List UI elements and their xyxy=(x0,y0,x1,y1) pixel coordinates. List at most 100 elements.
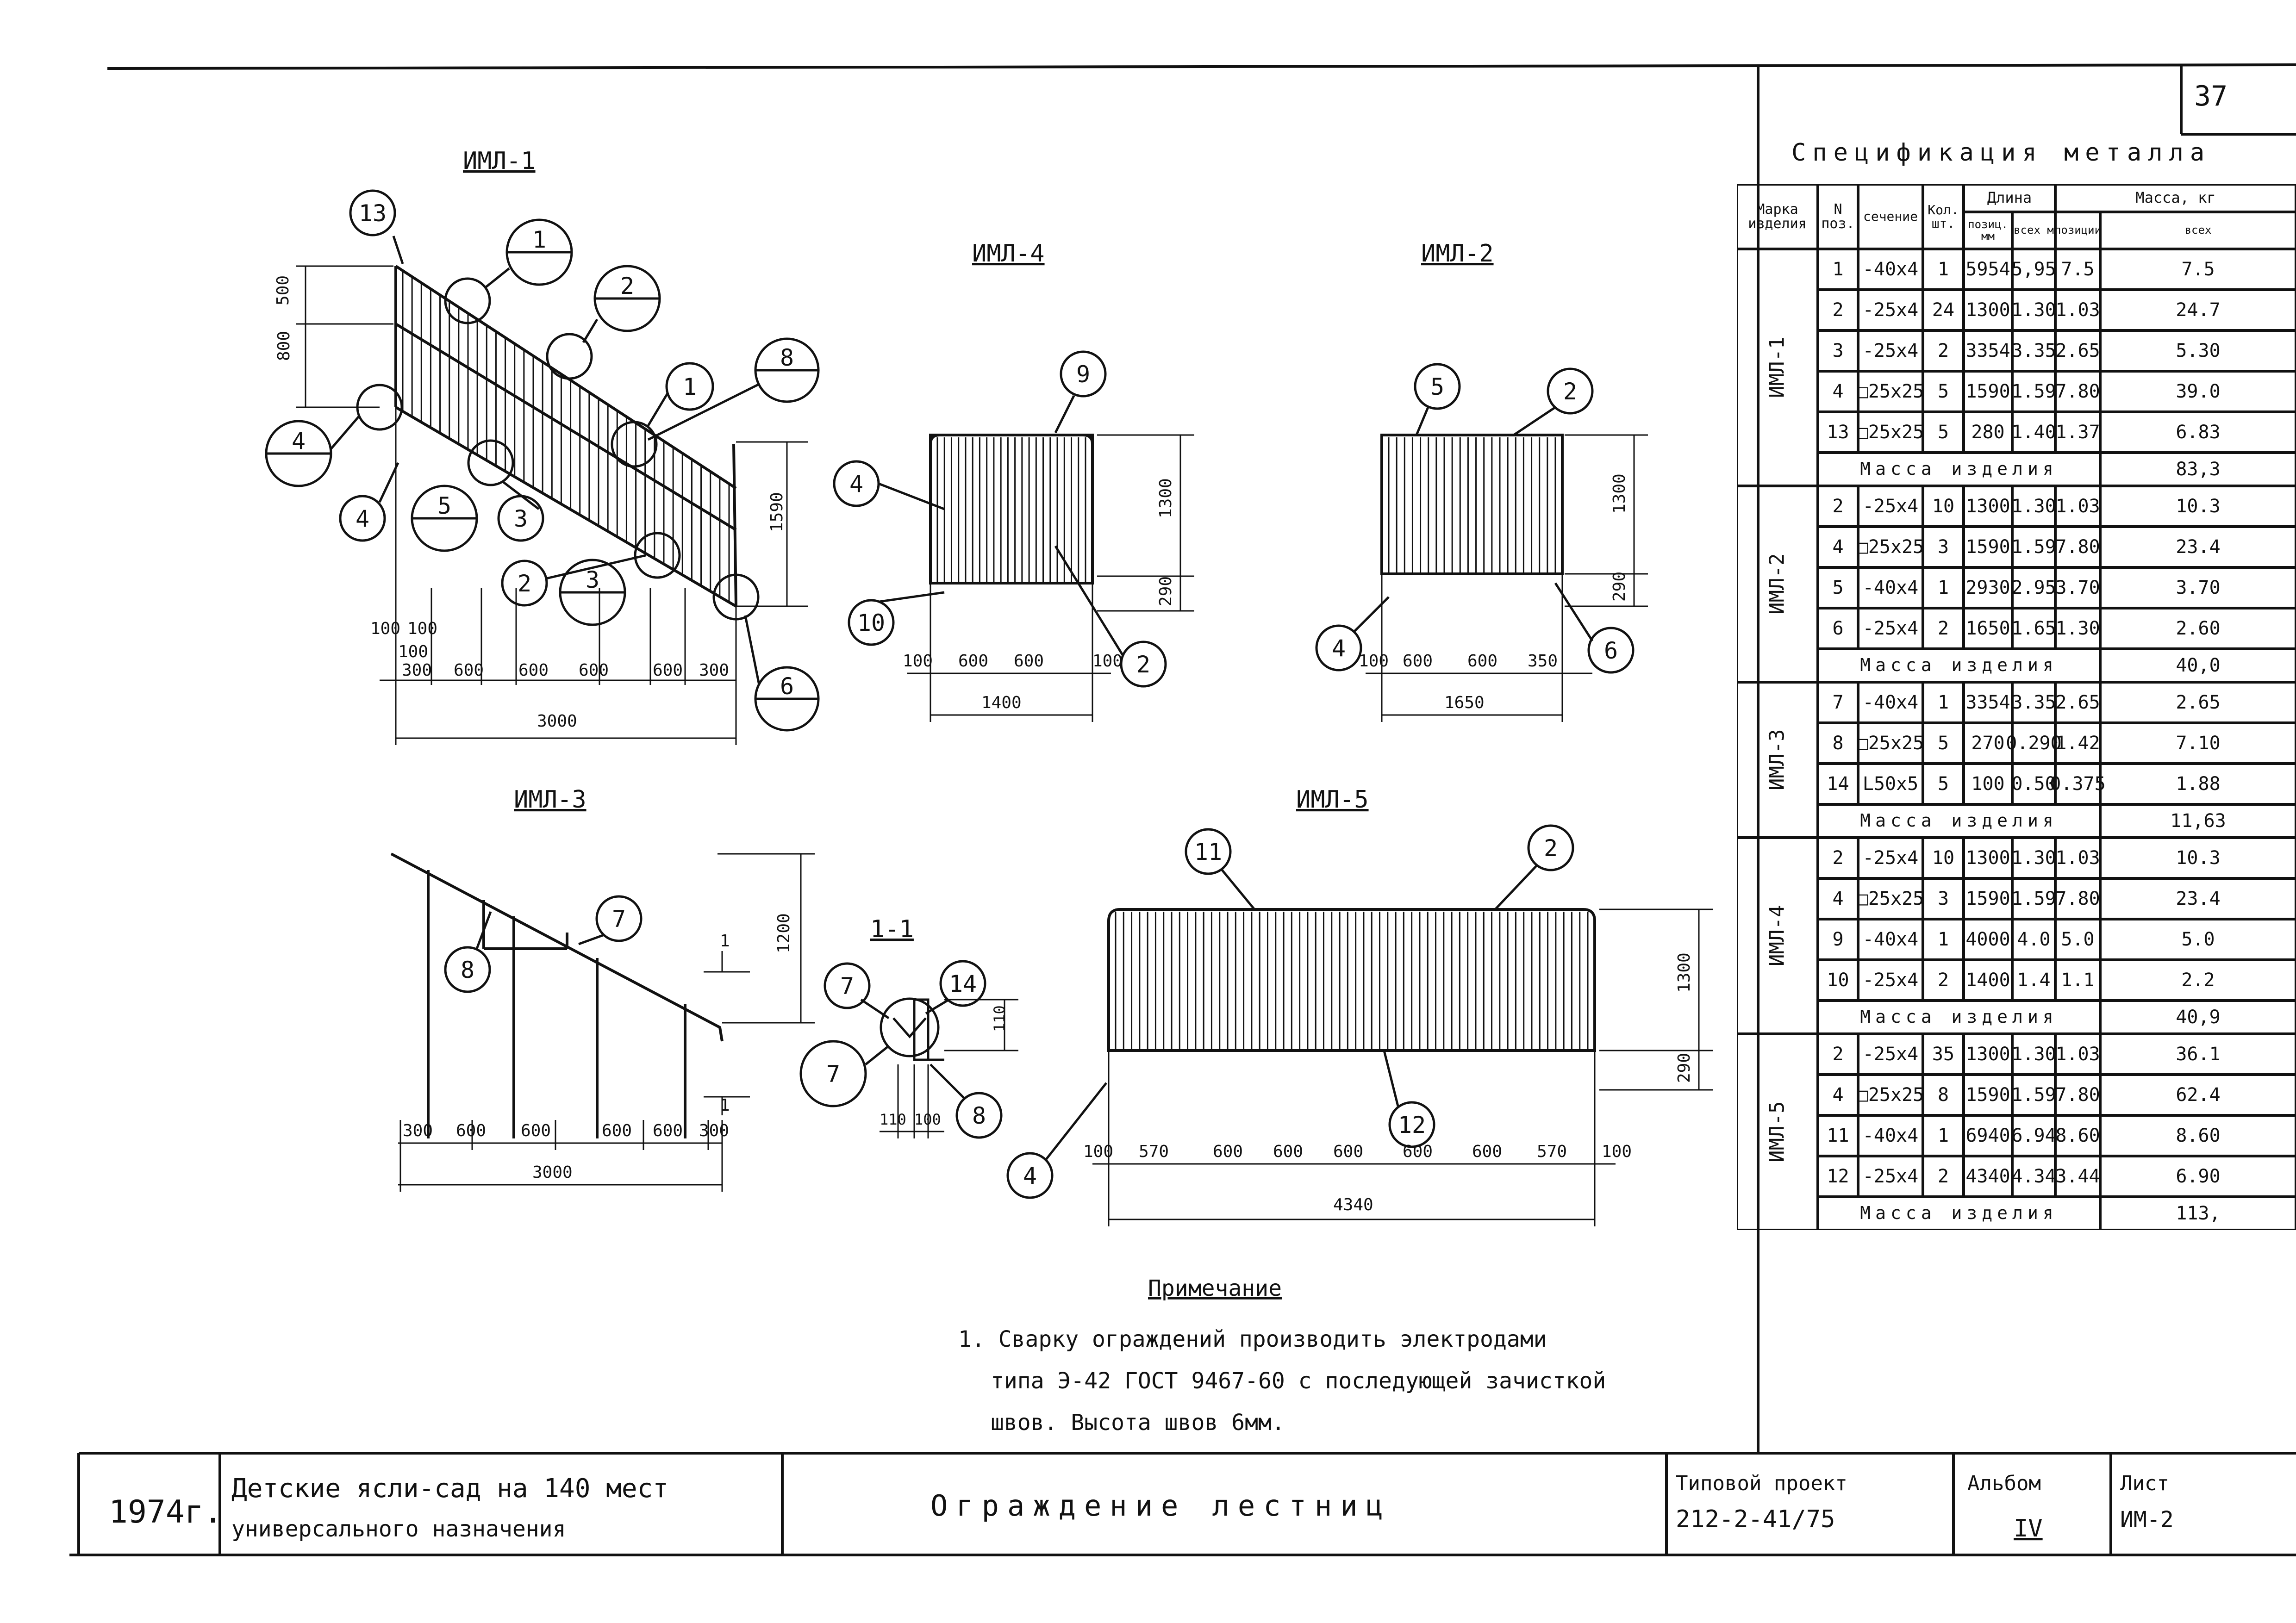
th-qty: Кол. шт. xyxy=(1923,184,1964,249)
drawing-title: ИМЛ-5 xyxy=(1296,786,1369,814)
table-cell: 1590 xyxy=(1964,878,2012,919)
dim-570-a: 570 xyxy=(1139,1142,1169,1161)
table-cell: 280 xyxy=(1964,412,2012,453)
table-cell: 7.80 xyxy=(2055,527,2100,567)
callout-4: 4 xyxy=(1023,1163,1037,1189)
table-cell: 2.65 xyxy=(2055,330,2100,371)
dim-290: 290 xyxy=(1156,576,1175,606)
group-mark: ИМЛ-2 xyxy=(1737,486,1818,682)
table-cell: 23.4 xyxy=(2100,527,2296,567)
table-cell: 2930 xyxy=(1964,567,2012,608)
callout-6: 6 xyxy=(1604,637,1618,664)
table-cell: 9 xyxy=(1818,919,1858,960)
tb-typical-project-label: Типовой проект xyxy=(1676,1472,1847,1495)
table-cell: 24 xyxy=(1923,290,1964,330)
table-cell: 2.95 xyxy=(2011,567,2056,608)
table-cell: 6.90 xyxy=(2100,1156,2296,1197)
dim-600-d: 600 xyxy=(653,661,683,680)
table-cell: 8 xyxy=(1818,723,1858,764)
tb-year: 1974г. xyxy=(109,1494,223,1530)
dim-570-b: 570 xyxy=(1537,1142,1567,1161)
callout-3: 3 xyxy=(514,505,528,532)
table-cell: 13 xyxy=(1818,412,1858,453)
tb-sheet-title: Ограждение лестниц xyxy=(930,1489,1391,1523)
table-cell: -40x4 xyxy=(1858,567,1923,608)
dim-100-b: 100 xyxy=(1602,1142,1632,1161)
callout-7b: 7 xyxy=(826,1061,840,1088)
table-cell: 1 xyxy=(1923,1115,1964,1156)
dim-1300: 1300 xyxy=(1156,478,1175,518)
table-cell: 10 xyxy=(1923,838,1964,878)
table-cell: 1 xyxy=(1923,249,1964,290)
table-cell: 24.7 xyxy=(2100,290,2296,330)
table-cell: 5,95 xyxy=(2011,249,2056,290)
sheet-number: 37 xyxy=(2194,80,2227,112)
table-cell: 35 xyxy=(1923,1034,1964,1075)
callout-4: 4 xyxy=(849,471,863,497)
drawing-title: ИМЛ-4 xyxy=(972,240,1045,267)
group-total-value: 11,63 xyxy=(2100,804,2296,838)
callout-7: 7 xyxy=(612,906,626,933)
table-cell: 3354 xyxy=(1964,330,2012,371)
group-total-value: 83,3 xyxy=(2100,453,2296,486)
callout-7: 7 xyxy=(840,973,854,1000)
table-cell: 10.3 xyxy=(2100,486,2296,527)
note-block: Примечание 1. Сварку ограждений производ… xyxy=(958,1275,1606,1436)
table-cell: □25x25 xyxy=(1857,527,1924,567)
table-cell: 5 xyxy=(1923,764,1964,804)
table-cell: □25x25 xyxy=(1857,1075,1924,1115)
group-mark: ИМЛ-1 xyxy=(1737,249,1818,486)
table-cell: 5 xyxy=(1923,412,1964,453)
dim-600-a: 600 xyxy=(958,652,988,671)
table-cell: 2 xyxy=(1818,838,1858,878)
group-total-label: Масса изделия xyxy=(1818,649,2100,682)
drawing-title: ИМЛ-3 xyxy=(514,786,586,814)
table-cell: 62.4 xyxy=(2100,1075,2296,1115)
table-cell: 1.59 xyxy=(2011,527,2056,567)
dim-1200: 1200 xyxy=(774,913,793,953)
dim-4340: 4340 xyxy=(1333,1195,1373,1214)
table-cell: 4 xyxy=(1818,1075,1858,1115)
table-cell: 4000 xyxy=(1964,919,2012,960)
table-cell: 1650 xyxy=(1964,608,2012,649)
table-cell: L50x5 xyxy=(1858,764,1923,804)
table-cell: -25x4 xyxy=(1858,486,1923,527)
table-cell: 1300 xyxy=(1964,290,2012,330)
tb-sheet-code: ИМ-2 xyxy=(2120,1507,2174,1533)
table-cell: 3.35 xyxy=(2011,682,2056,723)
drawing-iml-3: ИМЛ-3 xyxy=(390,786,815,1192)
table-cell: 3 xyxy=(1818,330,1858,371)
table-cell: 39.0 xyxy=(2100,371,2296,412)
tb-project-line-1: Детские ясли-сад на 140 мест xyxy=(231,1474,668,1504)
table-cell: 7.80 xyxy=(2055,878,2100,919)
table-cell: 7.10 xyxy=(2100,723,2296,764)
table-cell: 1 xyxy=(1923,919,1964,960)
table-cell: 0.50 xyxy=(2011,764,2056,804)
table-cell: 8 xyxy=(1923,1075,1964,1115)
dim-300-a: 300 xyxy=(403,1121,433,1140)
table-cell: 1.30 xyxy=(2011,1034,2056,1075)
table-cell: 7.80 xyxy=(2055,371,2100,412)
table-cell: 1300 xyxy=(1964,486,2012,527)
table-cell: 0.375 xyxy=(2050,764,2106,804)
table-cell: 5.0 xyxy=(2100,919,2296,960)
dim-600-a: 600 xyxy=(1403,652,1433,671)
group-mark: ИМЛ-3 xyxy=(1737,682,1818,838)
dim-300-b: 300 xyxy=(699,661,729,680)
drawing-iml-4: ИМЛ-4 9 4 10 2 xyxy=(833,240,1194,722)
table-cell: 3 xyxy=(1923,878,1964,919)
callout-2b: 2 xyxy=(518,570,531,597)
dim-100: 100 xyxy=(1359,652,1389,671)
dim-300-a: 300 xyxy=(402,661,432,680)
table-cell: 8.60 xyxy=(2055,1115,2100,1156)
table-cell: 3.35 xyxy=(2011,330,2056,371)
title-block: 1974г. Детские ясли-сад на 140 мест унив… xyxy=(77,1453,2174,1555)
drawing-title: ИМЛ-2 xyxy=(1421,240,1494,267)
th-len-total: всех м xyxy=(2012,212,2055,249)
table-cell: 1.30 xyxy=(2011,486,2056,527)
table-cell: 1.03 xyxy=(2055,290,2100,330)
callout-1: 1 xyxy=(532,226,546,253)
table-cell: 4 xyxy=(1818,527,1858,567)
section-mark-1a: 1 xyxy=(720,932,730,951)
table-cell: 10 xyxy=(1818,960,1858,1001)
